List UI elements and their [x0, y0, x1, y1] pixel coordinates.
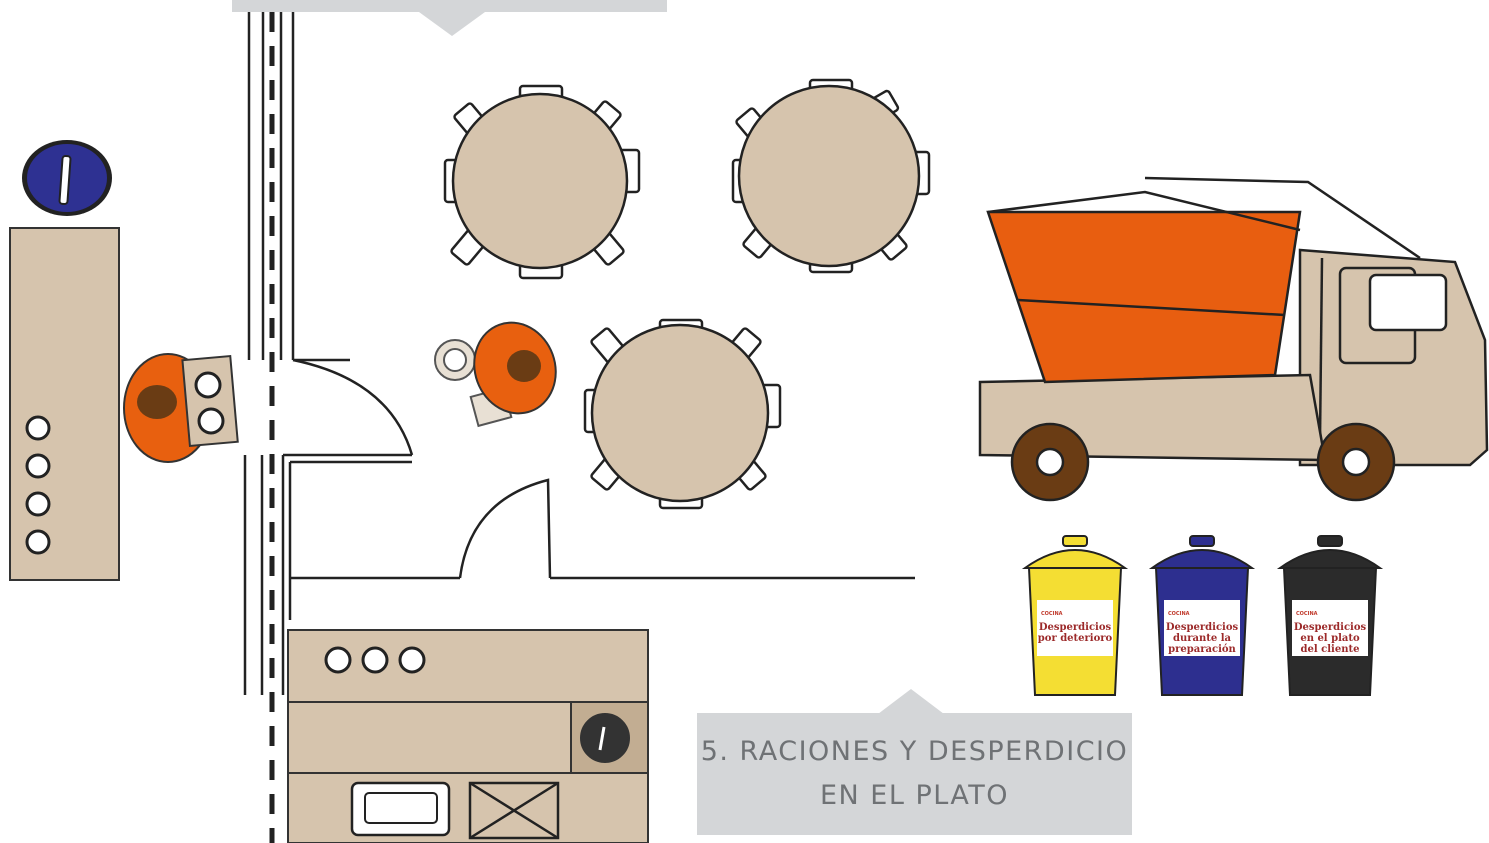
left-counter: [9, 227, 120, 581]
bin-label-line: durante la: [1173, 633, 1232, 644]
bin-brand-label: COCINA: [1041, 611, 1063, 617]
waiter-with-plates: [434, 321, 557, 428]
callout-line-2: EN EL PLATO: [819, 780, 1010, 811]
bin-label-line: Desperdicios: [1294, 622, 1367, 633]
bin-label-line: por deterioro: [1038, 633, 1113, 644]
table-2: [731, 78, 931, 274]
bin-label-line: Desperdicios: [1039, 622, 1112, 633]
step-callout: 5. RACIONES Y DESPERDICIO EN EL PLATO: [697, 713, 1132, 835]
garbage-truck: [978, 176, 1489, 502]
waiter-with-tray: [123, 353, 239, 463]
bin-brand-label: COCINA: [1168, 611, 1190, 617]
callout-notch: [878, 689, 944, 714]
chef-figure: [22, 140, 112, 216]
bin-label-line: del cliente: [1301, 644, 1360, 655]
kitchen-counter: [287, 629, 649, 843]
top-banner: [232, 0, 667, 12]
callout-line-1: 5. RACIONES Y DESPERDICIO: [700, 736, 1129, 767]
top-banner-notch: [419, 12, 485, 36]
dining-tables: [443, 78, 931, 510]
table-3: [583, 318, 782, 510]
walls: [243, 12, 915, 843]
table-1: [443, 84, 641, 280]
bin-label-line: preparación: [1168, 644, 1236, 655]
bin-label-line: Desperdicios: [1166, 622, 1239, 633]
bin-label-line: en el plato: [1300, 633, 1360, 644]
bin-brand-label: COCINA: [1296, 611, 1318, 617]
